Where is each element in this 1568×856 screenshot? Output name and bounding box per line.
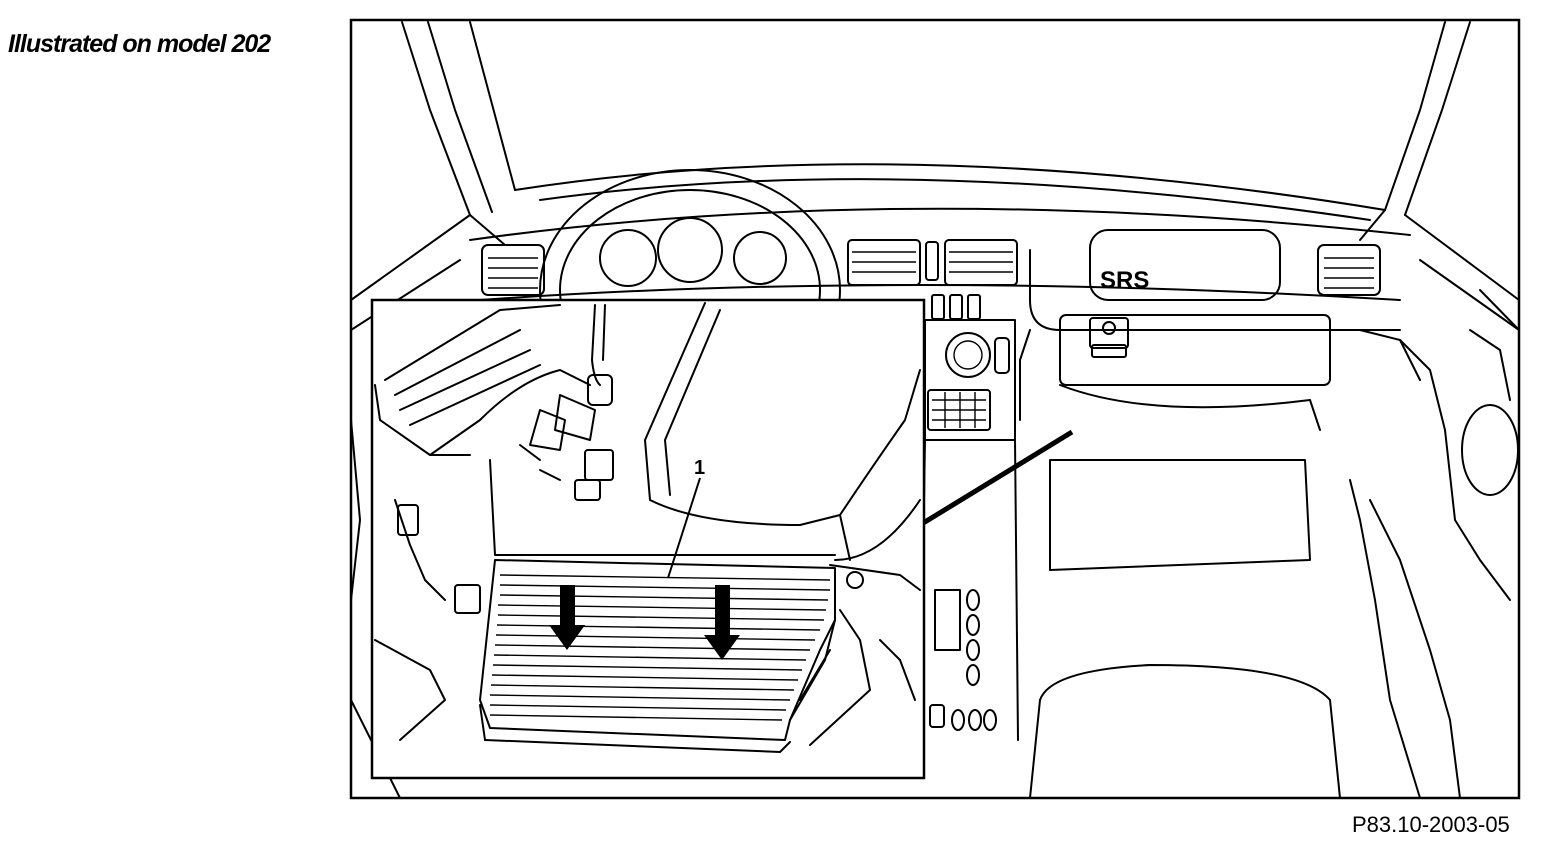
arrow-down-icon	[704, 585, 740, 660]
glove-box-latch	[1089, 317, 1129, 349]
windshield-outline	[350, 21, 1520, 331]
tachometer-gauge	[657, 217, 723, 283]
callout-pointer	[918, 429, 1074, 528]
inset-detail-view: 1	[370, 298, 926, 780]
left-air-vent	[481, 244, 545, 296]
center-vent-left	[847, 239, 921, 286]
fuel-gauge	[733, 231, 787, 285]
control-knob	[945, 332, 991, 378]
inset-frame	[370, 298, 926, 780]
door-handle	[1461, 404, 1519, 496]
connector-body	[554, 394, 596, 441]
passenger-side: SRS	[918, 229, 1520, 799]
speedometer-gauge	[599, 229, 657, 287]
figure-id: P83.10-2003-05	[1352, 812, 1510, 837]
radio-panel	[927, 389, 991, 431]
cabin-filter	[479, 559, 836, 753]
glove-box	[1059, 314, 1331, 386]
srs-airbag-cover	[1089, 229, 1281, 301]
figure-caption: Illustrated on model 202	[8, 30, 271, 58]
right-air-vent	[1317, 244, 1381, 296]
connector-plug	[587, 374, 613, 406]
part-leader-line	[667, 477, 701, 579]
passenger-footwell	[1049, 459, 1311, 571]
gear-selector	[934, 589, 961, 651]
dashboard	[469, 169, 1411, 741]
arrow-down-icon	[549, 585, 585, 650]
srs-label: SRS	[1100, 267, 1149, 294]
center-vent-right	[944, 239, 1018, 286]
part-number-label: 1	[694, 457, 705, 479]
passenger-seat	[1039, 664, 1341, 799]
